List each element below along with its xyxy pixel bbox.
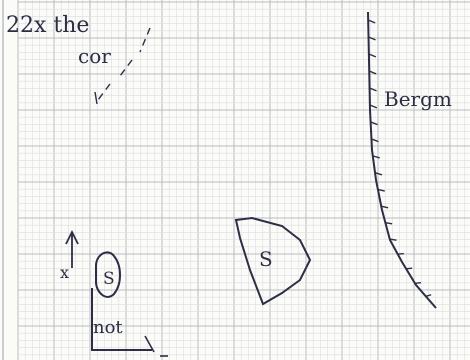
region-s-label: S: [259, 247, 273, 271]
pointer-tick: [95, 92, 97, 104]
axis-annotation: not: [93, 317, 123, 338]
scale-annotation-line2: cor: [78, 44, 111, 68]
axis-x-label: x: [60, 263, 69, 282]
scale-annotation: 22x the: [6, 13, 89, 38]
hatch-mark: [369, 71, 376, 74]
boundary-label: Bergm: [384, 87, 452, 111]
hatch-mark: [415, 283, 421, 284]
hatch-mark: [426, 295, 431, 297]
hatch-mark: [406, 268, 412, 269]
small-region-label: S: [103, 269, 115, 289]
